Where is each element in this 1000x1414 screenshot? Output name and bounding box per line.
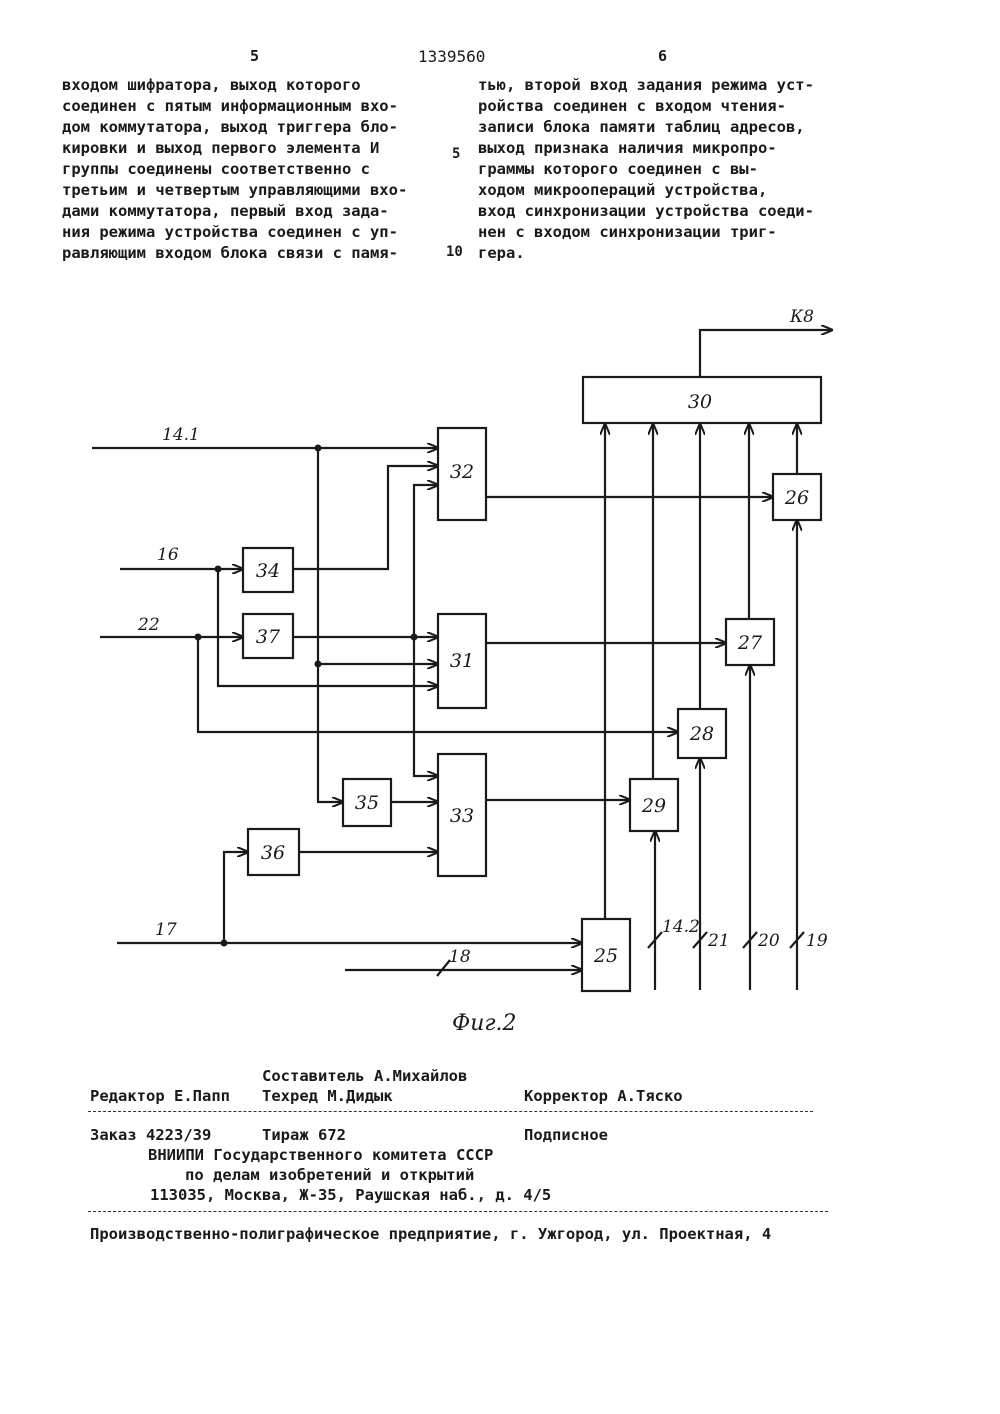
block-label-34: 34 <box>256 560 280 582</box>
block-label-26: 26 <box>784 487 809 509</box>
signal-label-16: 16 <box>157 545 179 565</box>
signal-label-14-1: 14.1 <box>162 425 200 445</box>
signal-label-k8: К8 <box>789 307 814 327</box>
block-label-29: 29 <box>641 795 666 817</box>
block-25: 25 <box>582 919 630 991</box>
block-label-32: 32 <box>450 461 474 483</box>
block-32: 32 <box>438 428 486 520</box>
block-35: 35 <box>343 779 391 826</box>
block-37: 37 <box>243 614 293 658</box>
divider-bottom <box>88 1211 828 1212</box>
block-27: 27 <box>726 619 774 665</box>
junctions <box>195 445 418 947</box>
divider-top <box>88 1111 813 1112</box>
signal-label-18: 18 <box>449 947 471 967</box>
imprint-circulation: Тираж 672 <box>262 1126 346 1144</box>
block-28: 28 <box>678 709 726 758</box>
block-label-37: 37 <box>256 626 281 648</box>
block-label-31: 31 <box>450 650 474 672</box>
imprint-org-line-1: ВНИИПИ Государственного комитета СССР <box>148 1146 493 1164</box>
block-33: 33 <box>438 754 486 876</box>
block-label-35: 35 <box>355 792 379 814</box>
block-label-30: 30 <box>688 391 712 413</box>
signal-label-14-2: 14.2 <box>662 917 700 937</box>
imprint-corrector: Корректор А.Тяско <box>524 1087 683 1105</box>
figure-caption: Фиг.2 <box>452 1011 517 1036</box>
imprint-address: 113035, Москва, Ж-35, Раушская наб., д. … <box>150 1186 551 1204</box>
imprint-techred: Техред М.Дидык <box>262 1087 393 1105</box>
block-29: 29 <box>630 779 678 831</box>
imprint-printer: Производственно-полиграфическое предприя… <box>90 1225 771 1243</box>
block-diagram: 30 32 26 34 37 31 27 28 35 33 29 36 <box>0 0 1000 1050</box>
block-label-36: 36 <box>261 842 285 864</box>
block-label-25: 25 <box>593 945 618 967</box>
block-34: 34 <box>243 548 293 592</box>
imprint-editor: Редактор Е.Папп <box>90 1087 230 1105</box>
block-30: 30 <box>583 377 821 423</box>
block-label-28: 28 <box>689 723 714 745</box>
signal-label-19: 19 <box>806 931 828 951</box>
signal-label-22: 22 <box>137 615 160 635</box>
signal-label-21: 21 <box>707 931 730 951</box>
imprint-order: Заказ 4223/39 <box>90 1126 211 1144</box>
block-36: 36 <box>248 829 299 875</box>
block-31: 31 <box>438 614 486 708</box>
block-26: 26 <box>773 474 821 520</box>
signal-label-17: 17 <box>155 920 177 940</box>
signal-label-20: 20 <box>757 931 780 951</box>
block-label-27: 27 <box>737 632 763 654</box>
imprint-subscription: Подписное <box>524 1126 608 1144</box>
imprint-org-line-2: по делам изобретений и открытий <box>185 1166 474 1184</box>
imprint-compiler: Составитель А.Михайлов <box>262 1067 467 1085</box>
block-label-33: 33 <box>450 805 474 827</box>
